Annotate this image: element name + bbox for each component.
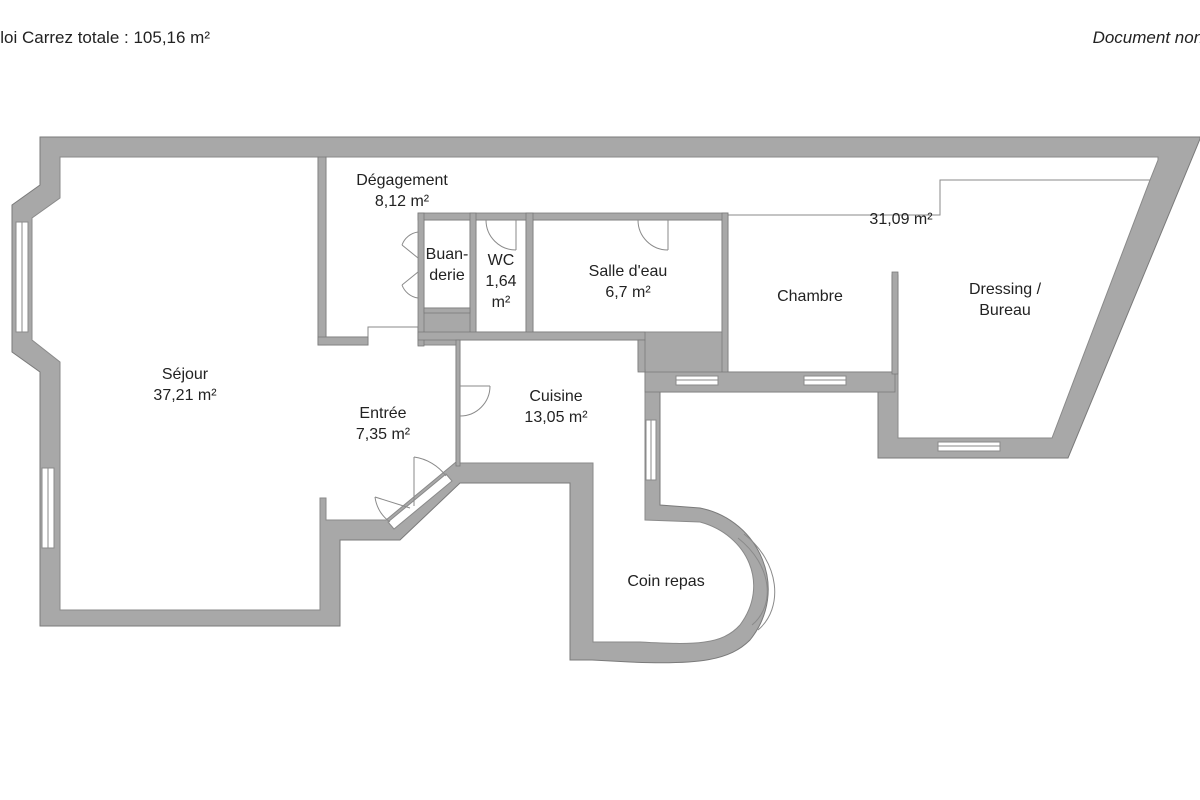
buanderie-name-2: derie — [429, 267, 465, 284]
window-chambre-1 — [675, 375, 719, 386]
entree-name: Entrée — [359, 405, 407, 422]
wall-degagement-bottom — [317, 336, 369, 346]
window-dressing — [937, 441, 1001, 452]
window-coin-repas-arc — [737, 533, 776, 631]
entrance-door — [374, 456, 453, 530]
label-salle-deau: Salle d'eau 6,7 m² — [560, 261, 696, 303]
window-chambre-2 — [803, 375, 847, 386]
label-degagement: Dégagement 8,12 m² — [338, 170, 466, 212]
label-chambre-name: Chambre — [777, 288, 843, 305]
total-area-header: icie loi Carrez totale : 105,16 m² — [0, 28, 210, 47]
window-sejour-lower — [41, 467, 55, 549]
cuisine-name: Cuisine — [529, 388, 583, 405]
degagement-name: Dégagement — [356, 172, 448, 189]
room-cuisine — [459, 339, 755, 644]
wall-core-left — [417, 212, 425, 347]
cuisine-area: 13,05 m² — [524, 409, 588, 426]
door-cuisine — [459, 385, 491, 417]
label-cuisine: Cuisine 13,05 m² — [506, 386, 606, 428]
label-dressing: Dressing / Bureau — [944, 279, 1066, 321]
wall-cuisine-band — [637, 339, 646, 373]
buanderie-name-1: Buan- — [425, 246, 469, 263]
dressing-name-1: Dressing / — [968, 281, 1042, 298]
door-wc — [485, 219, 517, 251]
wc-area-1: 1,64 — [485, 273, 517, 290]
wall-wc-right — [525, 212, 534, 336]
label-wc: WC 1,64 m² — [476, 250, 526, 313]
wall-degagement-left — [317, 156, 327, 346]
wall-entree-cuisine — [455, 339, 461, 467]
wall-core-bottom — [417, 331, 646, 341]
window-sejour-upper — [15, 221, 29, 333]
wc-name: WC — [487, 252, 515, 269]
door-salle-deau — [637, 219, 669, 251]
label-chambre-area: 31,09 m² — [869, 211, 933, 228]
label-buanderie: Buan- derie — [422, 244, 472, 286]
salle-deau-area: 6,7 m² — [605, 284, 651, 301]
room-buanderie — [423, 219, 471, 309]
wc-area-2: m² — [491, 294, 511, 311]
sejour-area: 37,21 m² — [153, 387, 217, 404]
wall-dressing-divider — [891, 271, 899, 375]
door-buanderie — [401, 231, 419, 299]
sejour-name: Séjour — [161, 366, 209, 383]
wall-buanderie-bottom — [423, 307, 471, 314]
wall-salle-right — [721, 212, 729, 374]
window-cuisine — [645, 419, 657, 481]
degagement-area: 8,12 m² — [374, 193, 430, 210]
label-sejour: Séjour 37,21 m² — [130, 364, 240, 406]
dressing-name-2: Bureau — [979, 302, 1031, 319]
wall-core-top — [417, 212, 729, 221]
label-coin-repas: Coin repas — [627, 573, 705, 590]
entree-area: 7,35 m² — [355, 426, 411, 443]
label-entree: Entrée 7,35 m² — [335, 403, 431, 445]
disclaimer-header: Document non cont — [1092, 28, 1200, 47]
salle-deau-name: Salle d'eau — [588, 263, 668, 280]
